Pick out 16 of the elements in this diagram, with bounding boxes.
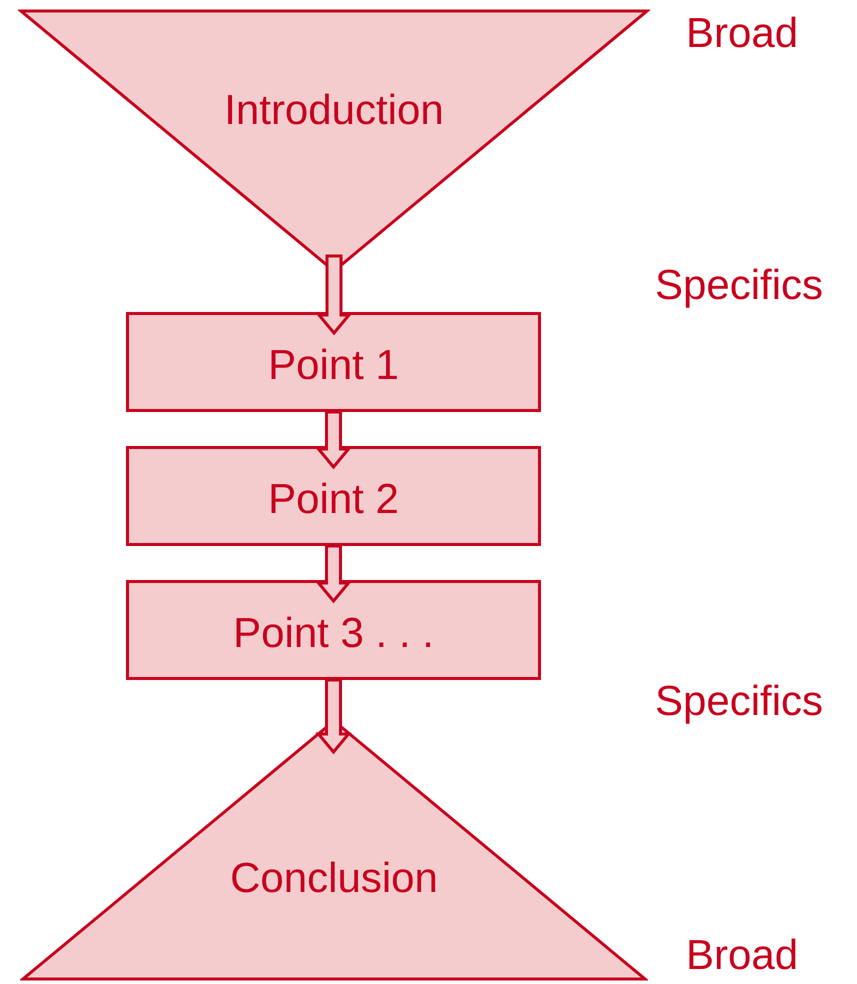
block-arrow — [315, 678, 352, 754]
node-text: Point 1 — [268, 341, 399, 389]
side-label: Broad — [686, 930, 798, 980]
side-label: Specifics — [655, 260, 824, 310]
point-box — [126, 446, 541, 546]
block-arrow — [315, 410, 352, 470]
block-arrow — [315, 544, 352, 604]
side-label: Specifics — [655, 676, 824, 726]
point-box — [126, 580, 541, 680]
point-box — [126, 312, 541, 412]
node-text: Point 3 . . . — [233, 609, 434, 657]
node-text: Introduction — [224, 86, 444, 134]
side-label: Broad — [686, 8, 798, 58]
block-arrow — [316, 254, 352, 336]
node-text: Conclusion — [230, 854, 438, 902]
node-text: Point 2 — [268, 475, 399, 523]
